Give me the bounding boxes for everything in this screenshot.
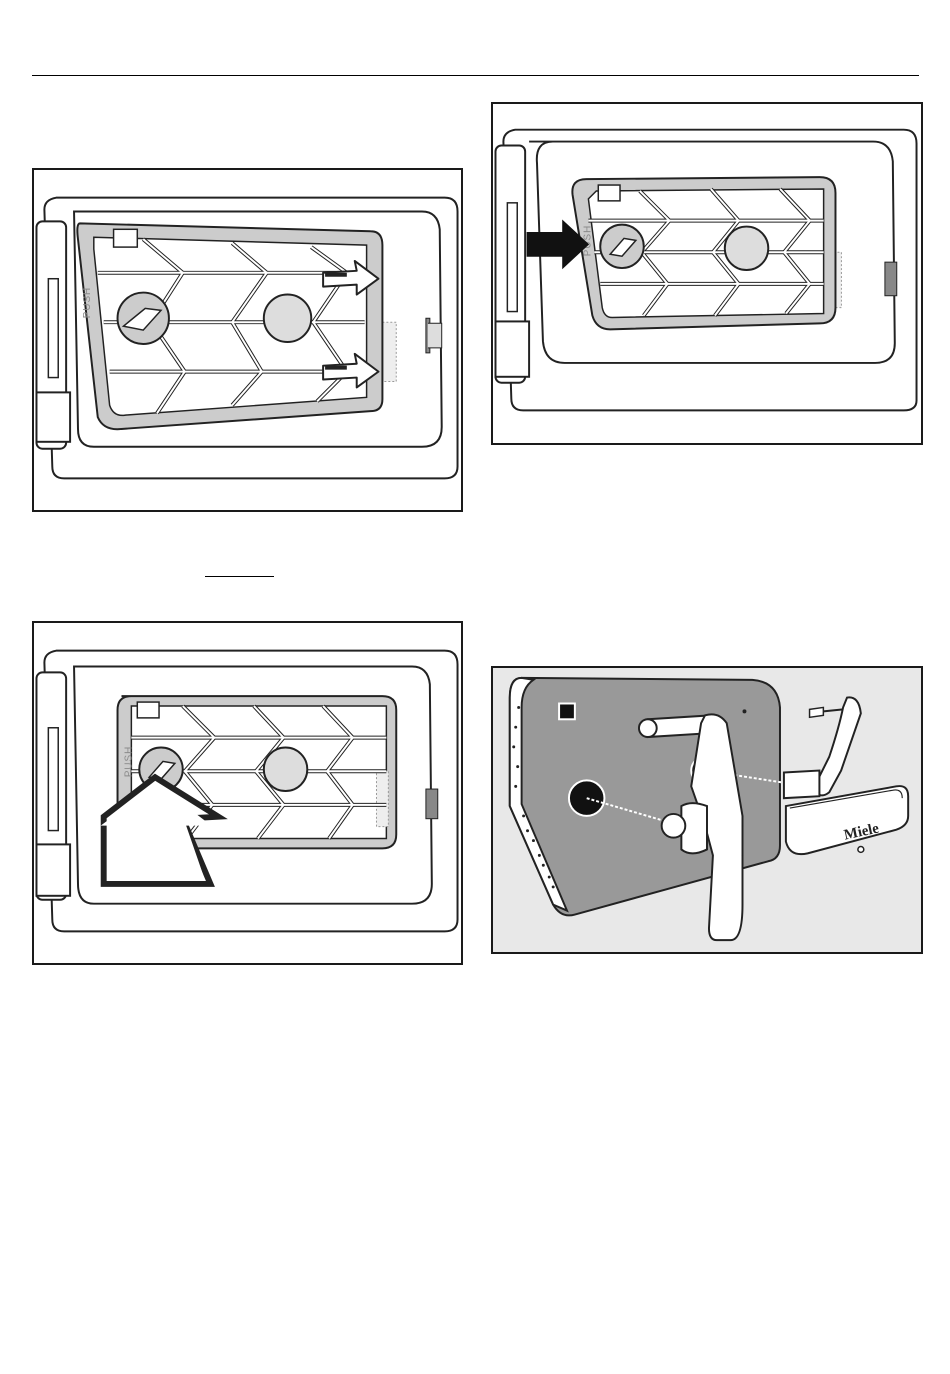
filter-insert-illustration: PUSH: [32, 621, 463, 965]
filter-push-drawing: PUSH: [493, 104, 921, 443]
door-handle-drawing: Miele: [493, 668, 921, 952]
filter-removal-drawing: PUSH: [34, 170, 461, 510]
door-handle-illustration: Miele: [491, 666, 923, 954]
filter-push-illustration: PUSH: [491, 102, 923, 445]
header-rule: [32, 75, 919, 76]
filter-removal-illustration: PUSH: [32, 168, 463, 512]
push-label: PUSH: [123, 746, 134, 777]
push-label: PUSH: [82, 287, 93, 318]
underline-mark: [205, 576, 274, 577]
filter-insert-drawing: PUSH: [34, 623, 461, 963]
